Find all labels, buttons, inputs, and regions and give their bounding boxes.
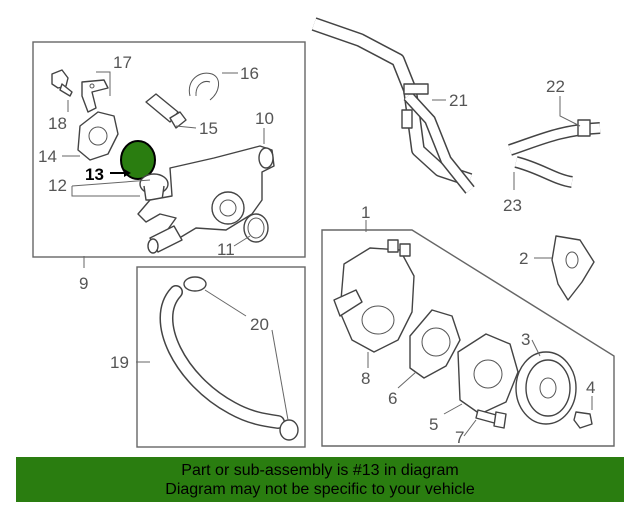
part-5-water-pump[interactable]: [457, 333, 519, 415]
part-7-bolt[interactable]: [475, 409, 507, 429]
part-10-thermostat-housing[interactable]: [137, 145, 275, 254]
part-16-clip[interactable]: [188, 72, 219, 101]
callout-17: 17: [113, 53, 132, 72]
banner-line-part: Part or sub-assembly is #13 in diagram: [181, 462, 459, 479]
part-15-sensor[interactable]: [145, 93, 187, 129]
callout-1: 1: [361, 203, 370, 222]
part-17-bracket[interactable]: [81, 79, 109, 113]
part-12-thermostat[interactable]: [139, 173, 169, 201]
callout-22: 22: [546, 77, 565, 96]
callout-21: 21: [449, 91, 468, 110]
callout-3: 3: [521, 330, 530, 349]
banner-line-disclaimer: Diagram may not be specific to your vehi…: [165, 481, 475, 498]
part-22-hose[interactable]: [508, 119, 601, 188]
part-4-bolt[interactable]: [573, 411, 593, 429]
part-3-pulley[interactable]: [515, 351, 577, 425]
callout-2: 2: [519, 249, 528, 268]
part-19-hose[interactable]: [159, 285, 285, 429]
part-14-gasket[interactable]: [77, 111, 119, 161]
part-6-pump-gasket[interactable]: [409, 309, 461, 379]
callout-11: 11: [217, 240, 235, 259]
part-2-gasket[interactable]: [551, 235, 595, 301]
callout-13-highlighted: 13: [85, 165, 104, 184]
callout-16: 16: [240, 64, 259, 83]
callout-20: 20: [250, 315, 269, 334]
callout-7: 7: [455, 428, 464, 447]
callout-10: 10: [255, 109, 274, 128]
callout-19: 19: [110, 353, 129, 372]
callout-5: 5: [429, 415, 438, 434]
info-banner: Part or sub-assembly is #13 in diagram D…: [16, 457, 624, 502]
thermostat-housing-group-box: [32, 41, 306, 258]
bypass-hose-group-box: [136, 266, 306, 448]
part-8-pump-housing[interactable]: [333, 239, 415, 353]
callout-23: 23: [503, 196, 522, 215]
part-11-oring[interactable]: [243, 213, 269, 243]
callout-15: 15: [199, 119, 218, 138]
part-20-hose-clamp-upper[interactable]: [183, 276, 207, 292]
part-13-oring-highlighted[interactable]: [120, 140, 156, 180]
callout-4: 4: [586, 378, 595, 397]
callout-18: 18: [48, 114, 67, 133]
water-pump-group-box: [321, 229, 615, 447]
part-21-water-pipe[interactable]: [311, 17, 475, 194]
part-20-hose-clamp-lower[interactable]: [279, 419, 299, 441]
callout-6: 6: [388, 389, 397, 408]
part-18-bolt[interactable]: [51, 69, 73, 97]
callout-9: 9: [79, 274, 88, 293]
callout-12: 12: [48, 176, 67, 195]
callout-8: 8: [361, 369, 370, 388]
callout-14: 14: [38, 147, 57, 166]
